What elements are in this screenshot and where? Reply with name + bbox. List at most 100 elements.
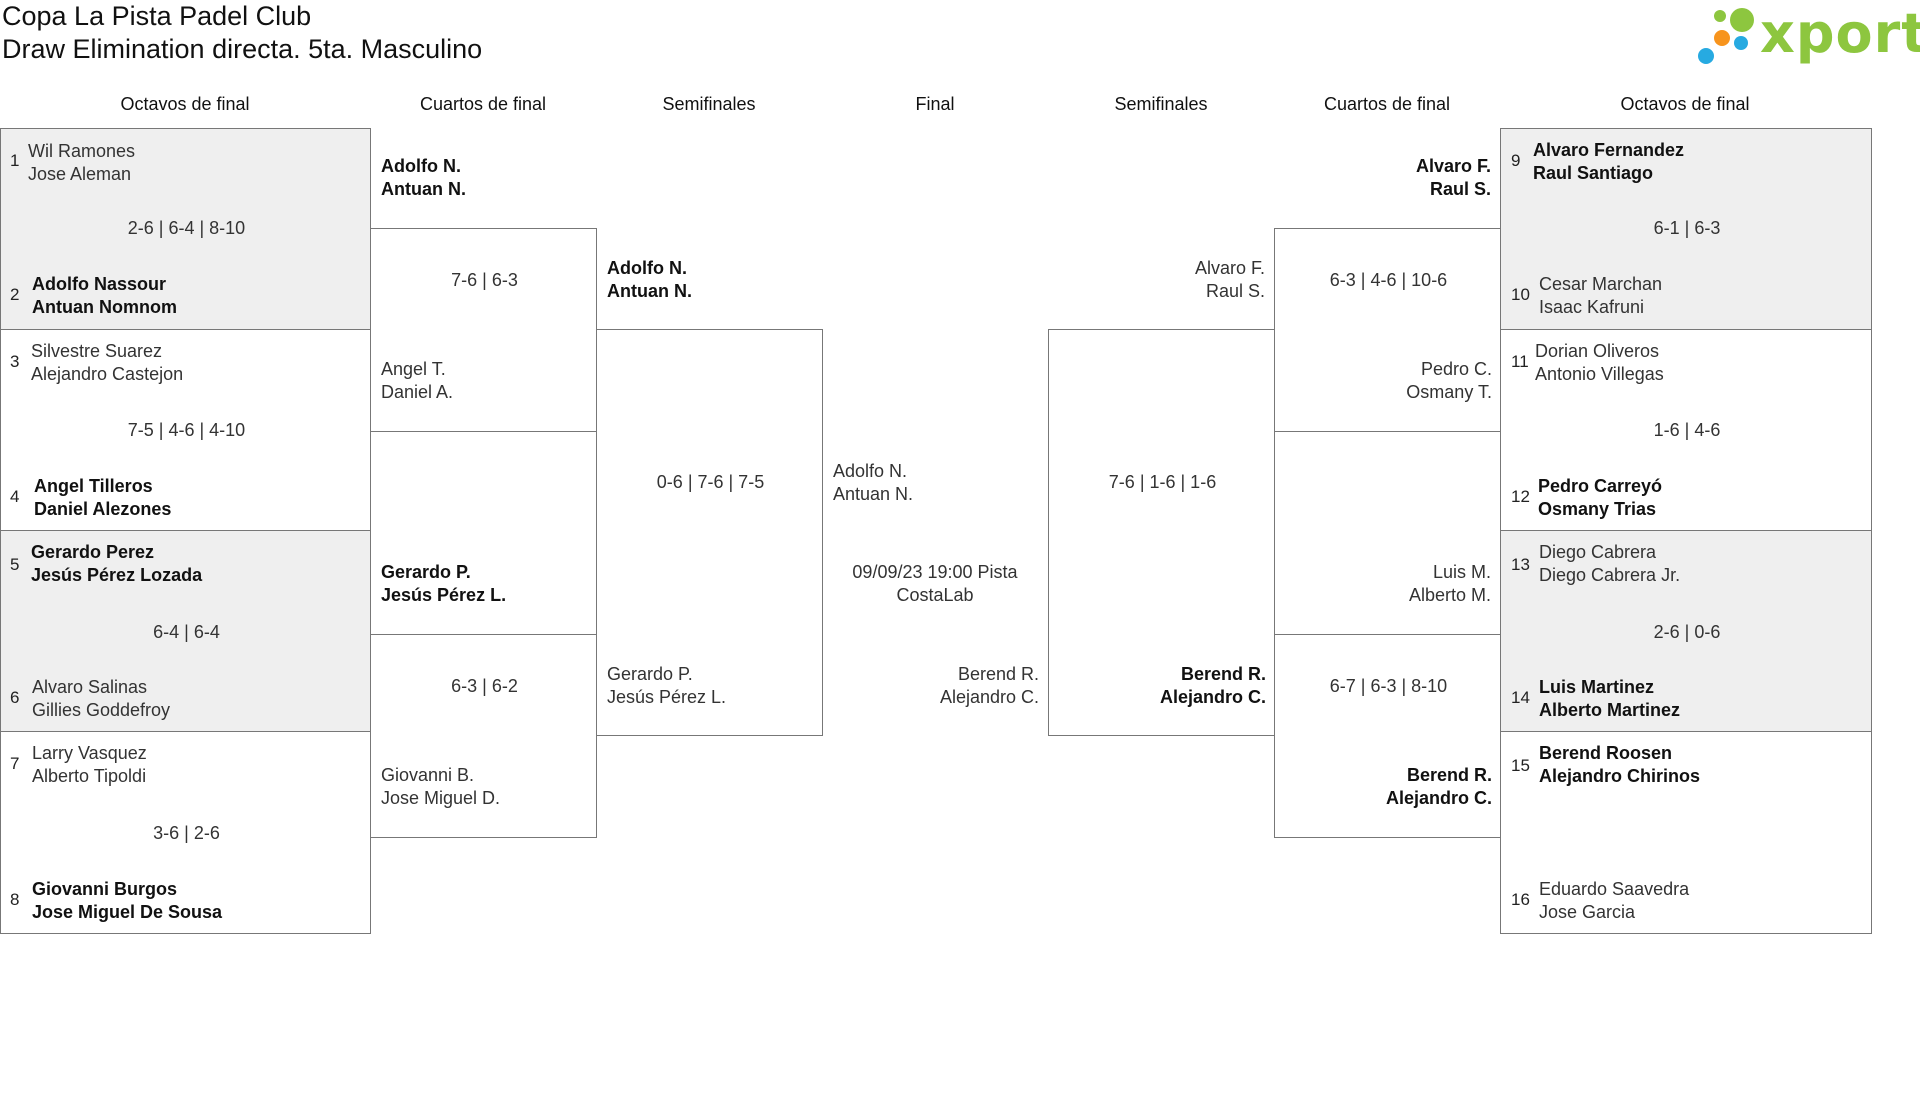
qf-match-connector[interactable]: 6-7 | 6-3 | 8-10 Berend R. Alejandro C. (1274, 634, 1501, 838)
player-name-winner: Berend Roosen (1539, 743, 1673, 763)
team-b: Luis Martinez Alberto Martinez (1539, 676, 1680, 722)
player-name: Gillies Goddefroy (32, 700, 171, 720)
player-name: Giovanni B. (381, 765, 475, 785)
col-header-left-qf: Cuartos de final (419, 94, 547, 114)
player-name: Alvaro F. (1194, 258, 1265, 278)
r16-match[interactable]: 11 Dorian Oliveros Antonio Villegas 1-6 … (1500, 329, 1872, 531)
seed-number: 8 (10, 890, 20, 909)
match-score: 7-6 | 1-6 | 1-6 (1108, 472, 1217, 492)
match-score: 7-6 | 6-3 (451, 270, 518, 290)
player-name-winner: Jesús Pérez Lozada (31, 565, 203, 585)
player-name: Dorian Oliveros (1535, 341, 1660, 361)
player-name: Angel T. (381, 359, 446, 379)
player-name-winner: Berend R. (1180, 664, 1266, 684)
match-score: 0-6 | 7-6 | 7-5 (656, 472, 765, 492)
seed-number: 4 (10, 487, 20, 506)
player-name-winner: Pedro Carreyó (1538, 476, 1663, 496)
match-score: 2-6 | 0-6 (1653, 622, 1721, 642)
player-name: Larry Vasquez (32, 743, 147, 763)
seed-number: 11 (1511, 352, 1529, 371)
team-a: Alvaro Fernandez Raul Santiago (1533, 139, 1684, 185)
r16-match[interactable]: 7 Larry Vasquez Alberto Tipoldi 3-6 | 2-… (0, 731, 371, 934)
player-name-winner: Alberto Martinez (1539, 700, 1681, 720)
player-name: Antuan N. (833, 484, 914, 504)
player-name: Osmany T. (1406, 382, 1492, 402)
r16-match[interactable]: 5 Gerardo Perez Jesús Pérez Lozada 6-4 |… (0, 530, 371, 732)
col-header-left-sf: Semifinales (662, 94, 756, 114)
player-name: Eduardo Saavedra (1539, 879, 1690, 899)
col-header-right-r16: Octavos de final (1620, 94, 1750, 114)
team-a: Larry Vasquez Alberto Tipoldi (32, 742, 147, 788)
qf-team-a: Gerardo P. Jesús Pérez L. (381, 561, 506, 607)
player-name-winner: Adolfo Nassour (32, 274, 167, 294)
seed-number: 13 (1511, 555, 1530, 574)
col-header-right-qf: Cuartos de final (1323, 94, 1451, 114)
seed-number: 9 (1511, 151, 1521, 170)
qf-team-b: Pedro C. Osmany T. (1275, 358, 1492, 404)
player-name-winner: Jose Miguel De Sousa (32, 902, 223, 922)
match-score: 6-3 | 6-2 (451, 676, 518, 696)
col-header-left-r16: Octavos de final (120, 94, 250, 114)
team-b: Cesar Marchan Isaac Kafruni (1539, 273, 1662, 319)
match-score: 6-3 | 4-6 | 10-6 (1329, 270, 1448, 290)
player-name-winner: Alejandro C. (1159, 687, 1266, 707)
player-name-winner: Alvaro Fernandez (1533, 140, 1685, 160)
seed-number: 10 (1511, 285, 1530, 304)
team-b: Angel Tilleros Daniel Alezones (34, 475, 171, 521)
player-name: Jose Garcia (1539, 902, 1636, 922)
seed-number: 6 (10, 688, 20, 707)
sf-match-connector[interactable]: 7-6 | 1-6 | 1-6 Berend R. Alejandro C. (1048, 329, 1275, 736)
seed-number: 7 (10, 754, 20, 773)
qf-team-a: Adolfo N. Antuan N. (381, 155, 466, 201)
player-name-winner: Adolfo N. (607, 258, 687, 278)
col-header-right-sf: Semifinales (1114, 94, 1208, 114)
qf-match-connector[interactable]: 6-3 | 4-6 | 10-6 Pedro C. Osmany T. (1274, 228, 1501, 432)
col-header-final: Final (915, 94, 955, 114)
sf-team-a: Adolfo N. Antuan N. (607, 257, 692, 303)
qf-team-b: Angel T. Daniel A. (381, 358, 453, 404)
r16-match[interactable]: 15 Berend Roosen Alejandro Chirinos 16 E… (1500, 731, 1872, 934)
qf-match-connector[interactable]: 7-6 | 6-3 Angel T. Daniel A. (370, 228, 597, 432)
player-name: Daniel A. (381, 382, 454, 402)
player-name: Silvestre Suarez (31, 341, 163, 361)
player-name-winner: Antuan N. (607, 281, 692, 301)
logo-text: xporty (1760, 2, 1920, 65)
r16-match[interactable]: 13 Diego Cabrera Diego Cabrera Jr. 2-6 |… (1500, 530, 1872, 732)
team-a: Silvestre Suarez Alejandro Castejon (31, 340, 183, 386)
sf-match-connector[interactable]: 0-6 | 7-6 | 7-5 Gerardo P. Jesús Pérez L… (596, 329, 823, 736)
player-name: Antonio Villegas (1535, 364, 1664, 384)
team-b: Adolfo Nassour Antuan Nomnom (32, 273, 177, 319)
sf-team-a: Alvaro F. Raul S. (1048, 257, 1265, 303)
page-header: Copa La Pista Padel Club Draw Eliminatio… (2, 0, 482, 66)
sf-team-b: Berend R. Alejandro C. (1049, 663, 1266, 709)
player-name-winner: Antuan N. (381, 179, 466, 199)
logo-dots-icon (1696, 4, 1766, 70)
final-schedule: 09/09/23 19:00 Pista CostaLab (852, 562, 1018, 605)
final-team-a: Adolfo N. Antuan N. (833, 460, 913, 506)
r16-match[interactable]: 3 Silvestre Suarez Alejandro Castejon 7-… (0, 329, 371, 531)
player-name-winner: Antuan Nomnom (32, 297, 177, 317)
player-name-winner: Osmany Trias (1538, 499, 1657, 519)
player-name-winner: Gerardo Perez (31, 542, 155, 562)
seed-number: 15 (1511, 756, 1530, 775)
player-name: Jesús Pérez L. (607, 687, 727, 707)
player-name: Berend R. (957, 664, 1039, 684)
qf-team-a: Luis M. Alberto M. (1274, 561, 1491, 607)
player-name-winner: Adolfo N. (381, 156, 461, 176)
player-name: Jose Miguel D. (381, 788, 501, 808)
player-name-winner: Jesús Pérez L. (381, 585, 507, 605)
player-name: Jose Aleman (28, 164, 132, 184)
r16-match[interactable]: 9 Alvaro Fernandez Raul Santiago 6-1 | 6… (1500, 128, 1872, 330)
qf-team-b: Berend R. Alejandro C. (1275, 764, 1492, 810)
qf-match-connector[interactable]: 6-3 | 6-2 Giovanni B. Jose Miguel D. (370, 634, 597, 838)
match-score: 7-5 | 4-6 | 4-10 (127, 420, 246, 440)
match-score: 6-4 | 6-4 (153, 622, 220, 642)
player-name: Adolfo N. (833, 461, 908, 481)
player-name: Gerardo P. (607, 664, 693, 684)
player-name-winner: Luis Martinez (1539, 677, 1655, 697)
player-name-winner: Raul S. (1429, 179, 1491, 199)
r16-match[interactable]: 1 Wil Ramones Jose Aleman 2-6 | 6-4 | 8-… (0, 128, 371, 330)
player-name-winner: Angel Tilleros (34, 476, 153, 496)
player-name-winner: Raul Santiago (1533, 163, 1654, 183)
player-name-winner: Alejandro Chirinos (1539, 766, 1701, 786)
